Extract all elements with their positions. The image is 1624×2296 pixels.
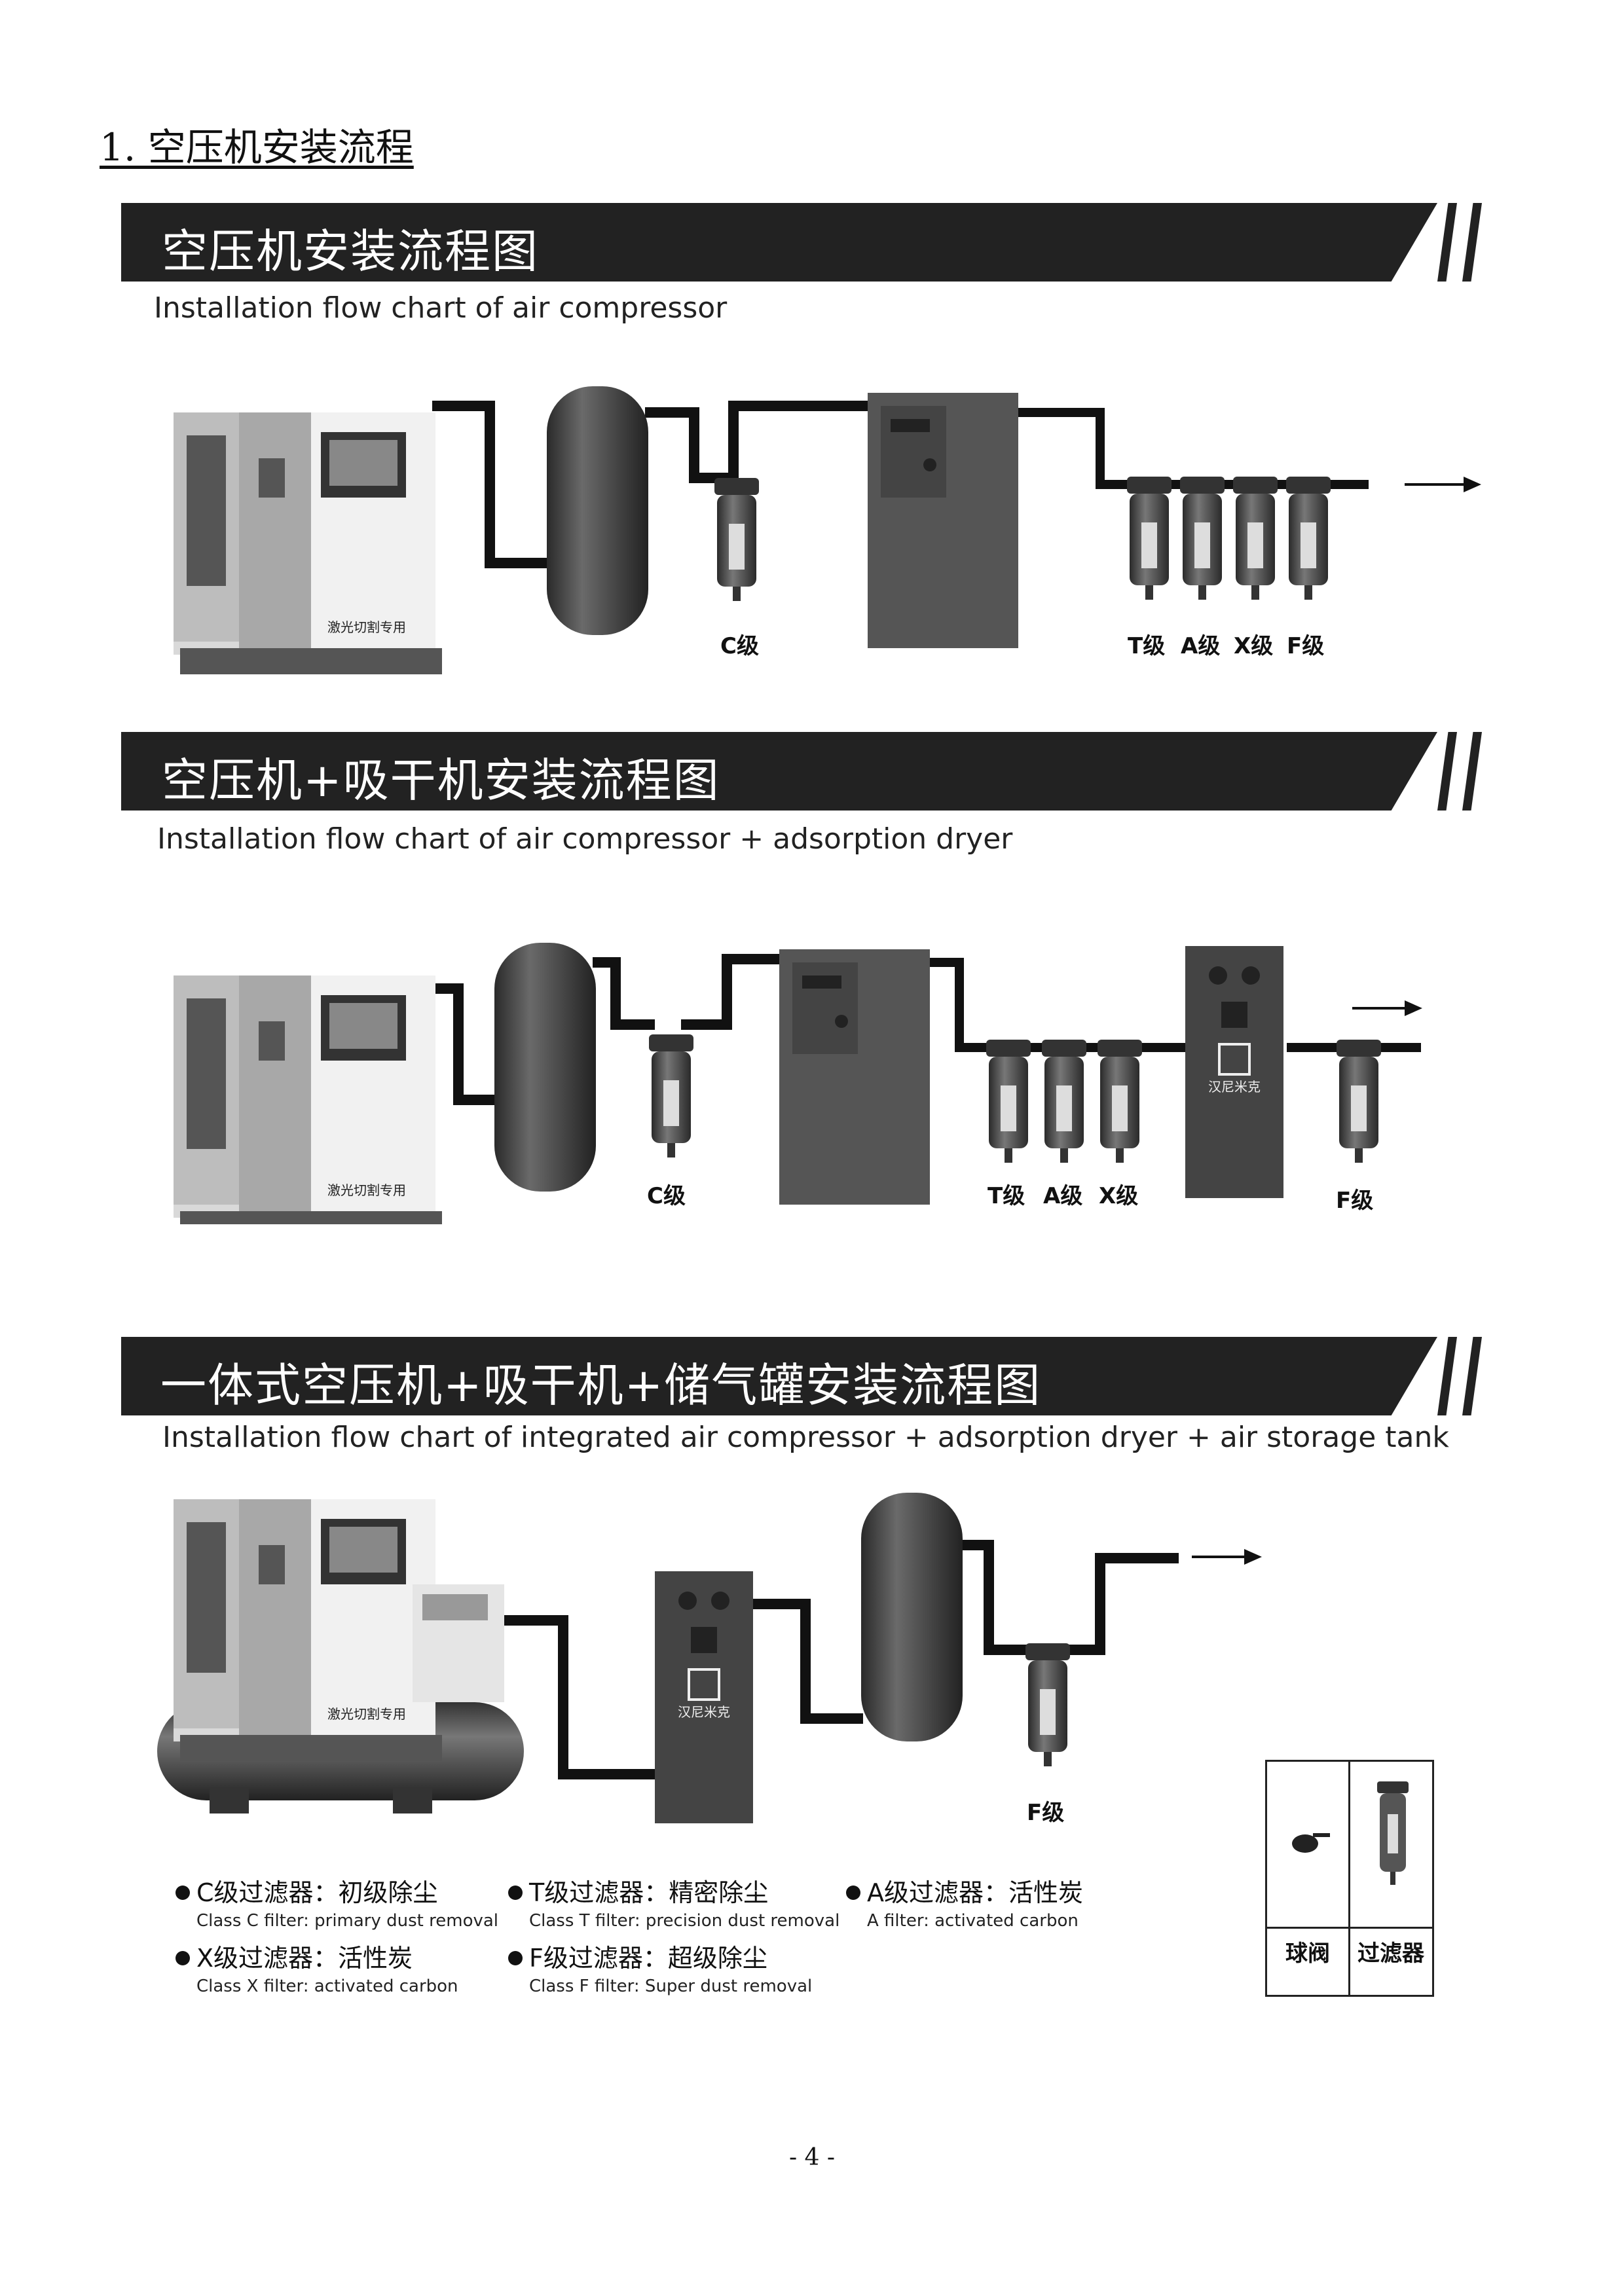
diagram-2: 激光切割专用 汉尼米克 C级 T级 A级 X级 F级 [174, 943, 1422, 1224]
dryer-brand-2: 汉尼米克 [1208, 1079, 1261, 1095]
label-t-1: T级 [1128, 633, 1165, 659]
legend-f-en: Class F filter: Super dust removal [529, 1977, 813, 1996]
filter-x-2 [1098, 1040, 1142, 1163]
filter-f-2 [1337, 1040, 1381, 1163]
refrigerated-dryer-1 [868, 393, 1018, 648]
filter-icon [1377, 1781, 1409, 1885]
filter-f-3 [1025, 1643, 1070, 1766]
legend-x-en: Class X filter: activated carbon [196, 1977, 458, 1996]
diagram-1: 激光切割专用 C级 T级 A级 X级 F级 [174, 386, 1481, 674]
adsorption-dryer-2: 汉尼米克 [1185, 946, 1283, 1198]
legend-item-c: C级过滤器：初级除尘 Class C filter: primary dust … [175, 1872, 498, 1931]
filter-label: 过滤器 [1357, 1941, 1424, 1967]
filter-a-1 [1180, 477, 1225, 600]
legend-item-t: T级过滤器：精密除尘 Class T filter: precision dus… [508, 1872, 840, 1931]
refrigerated-dryer-2 [779, 949, 930, 1205]
legend-t-en: Class T filter: precision dust removal [529, 1911, 840, 1931]
bullet-icon [508, 1885, 523, 1900]
filter-c-2 [649, 1034, 693, 1157]
label-f-1: F级 [1287, 633, 1324, 659]
banner-3-title: 一体式空压机+吸干机+储气罐安装流程图 [160, 1358, 1042, 1412]
air-compressor-1: 激光切割专用 [174, 412, 442, 674]
subtitle-1: Installation flow chart of air compresso… [154, 291, 728, 325]
section-title: 1. 空压机安装流程 [100, 125, 414, 170]
subtitle-2: Installation flow chart of air compresso… [157, 822, 1013, 856]
legend-item-f: F级过滤器：超级除尘 Class F filter: Super dust re… [508, 1938, 812, 1996]
filter-a-2 [1042, 1040, 1086, 1163]
label-a-2: A级 [1043, 1183, 1082, 1209]
bullet-icon [508, 1950, 523, 1965]
air-compressor-2: 激光切割专用 [174, 975, 442, 1224]
label-t-2: T级 [987, 1183, 1025, 1209]
air-tank-1 [547, 386, 648, 635]
label-x-2: X级 [1099, 1183, 1138, 1209]
diagram-3: 激光切割专用 汉尼米克 F级 [157, 1493, 1262, 1826]
legend-x-zh: X级过滤器：活性炭 [196, 1944, 413, 1973]
bullet-icon [175, 1885, 190, 1900]
filter-c-1 [714, 478, 759, 601]
integrated-compressor-3: 激光切割专用 [157, 1499, 524, 1813]
banner-1: 空压机安装流程图 [121, 203, 1483, 282]
label-x-1: X级 [1234, 633, 1273, 659]
legend-c-zh: C级过滤器：初级除尘 [196, 1878, 438, 1907]
legend-item-a: A级过滤器：活性炭 A filter: activated carbon [846, 1872, 1083, 1931]
legend-t-zh: T级过滤器：精密除尘 [529, 1878, 769, 1907]
banner-2: 空压机+吸干机安装流程图 [121, 732, 1483, 811]
subtitle-3: Installation flow chart of integrated ai… [162, 1421, 1449, 1454]
legend-c-en: Class C filter: primary dust removal [196, 1911, 499, 1931]
ball-valve-icon [1292, 1833, 1330, 1853]
filter-f-1 [1286, 477, 1331, 600]
air-tank-2 [494, 943, 596, 1192]
legend-a-zh: A级过滤器：活性炭 [867, 1878, 1083, 1907]
legend-f-zh: F级过滤器：超级除尘 [529, 1944, 767, 1973]
legend-a-en: A filter: activated carbon [867, 1911, 1079, 1931]
filter-t-2 [986, 1040, 1031, 1163]
label-f-3: F级 [1027, 1800, 1064, 1826]
banner-3: 一体式空压机+吸干机+储气罐安装流程图 [121, 1337, 1483, 1415]
panel-text-1: 激光切割专用 [327, 619, 406, 635]
page-number: - 4 - [788, 2144, 836, 2171]
label-a-1: A级 [1181, 633, 1220, 659]
label-c-1: C级 [720, 633, 759, 659]
symbol-legend-table: 球阀 过滤器 [1265, 1760, 1434, 1997]
label-f-2: F级 [1336, 1188, 1373, 1214]
dryer-brand-3: 汉尼米克 [678, 1704, 730, 1720]
banner-2-title: 空压机+吸干机安装流程图 [162, 754, 720, 807]
bullet-icon [846, 1885, 860, 1900]
bullet-icon [175, 1950, 190, 1965]
banner-1-title: 空压机安装流程图 [162, 225, 539, 278]
filter-x-1 [1233, 477, 1278, 600]
label-c-2: C级 [647, 1183, 686, 1209]
ball-valve-label: 球阀 [1285, 1941, 1330, 1967]
panel-text-2: 激光切割专用 [327, 1182, 406, 1198]
legend-item-x: X级过滤器：活性炭 Class X filter: activated carb… [175, 1938, 458, 1996]
panel-text-3: 激光切割专用 [327, 1706, 406, 1722]
adsorption-dryer-3: 汉尼米克 [655, 1571, 753, 1823]
filter-t-1 [1127, 477, 1172, 600]
air-tank-3 [861, 1493, 963, 1741]
